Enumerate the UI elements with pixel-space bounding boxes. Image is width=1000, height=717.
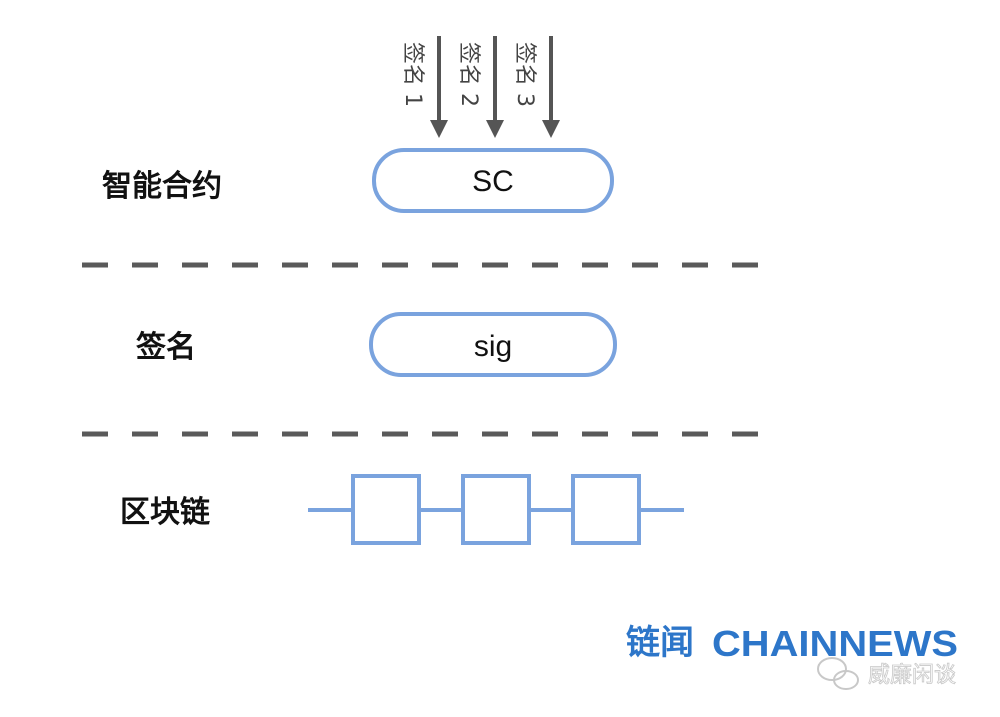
sig-pill-text: sig <box>474 330 512 363</box>
signature-label: 签名 <box>136 330 196 365</box>
arrowhead-1 <box>430 120 448 138</box>
signature-label-3: 签名 3 <box>512 42 537 107</box>
brand-en-text: CHAINNEWS <box>712 623 958 664</box>
smart-contract-label: 智能合约 <box>102 169 222 204</box>
blockchain-label: 区块链 <box>120 495 210 530</box>
chainnews-watermark: 链闻 CHAINNEWS <box>626 623 958 664</box>
signature-input-3: 签名 3 <box>512 36 560 138</box>
block-1 <box>351 474 421 545</box>
blockchain-layer: 区块链 <box>120 474 684 545</box>
sc-pill <box>372 148 614 213</box>
smart-contract-layer: 智能合约 SC <box>102 148 614 213</box>
arrowhead-3 <box>542 120 560 138</box>
signature-input-2: 签名 2 <box>456 36 504 138</box>
signature-layer: 签名 sig <box>136 312 617 377</box>
signature-label-2: 签名 2 <box>456 42 481 107</box>
signature-label-1: 签名 1 <box>400 42 425 107</box>
block-3 <box>571 474 641 545</box>
sc-pill-text: SC <box>472 165 514 198</box>
signature-arrows: 签名 1 签名 2 签名 3 <box>400 36 560 138</box>
brand-cn-text: 链闻 <box>626 623 694 663</box>
wechat-icon <box>817 657 859 690</box>
block-2 <box>461 474 531 545</box>
arrowhead-2 <box>486 120 504 138</box>
signature-input-1: 签名 1 <box>400 36 448 138</box>
wechat-account-text: 威廉闲谈 <box>868 663 956 688</box>
wechat-watermark: 威廉闲谈 <box>817 657 956 690</box>
sig-pill <box>369 312 617 377</box>
